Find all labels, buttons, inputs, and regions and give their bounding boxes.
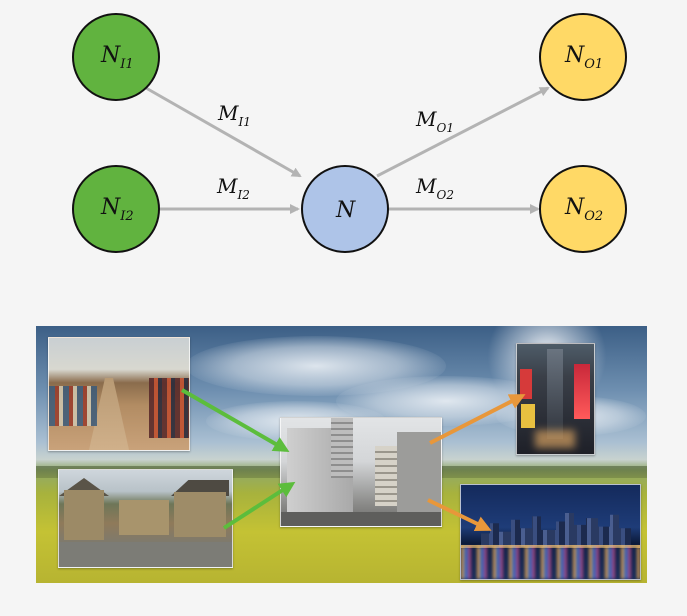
edge-label-MO1: MO1	[415, 107, 454, 135]
node-NO1-circle	[539, 13, 627, 101]
node-NO2-circle	[539, 165, 627, 253]
node-NI1-label: NI1	[100, 43, 134, 72]
photo-input-1-market	[48, 337, 190, 451]
photo-center-city-street	[280, 417, 442, 527]
arrow-output-2	[427, 498, 492, 531]
node-NO2-label: NO2	[564, 195, 603, 224]
edge-label-MI1: MI1	[217, 101, 251, 129]
node-NI1-circle	[72, 13, 160, 101]
edge-MI1	[145, 86, 302, 178]
graph-diagram: MI1 MI2 MO1 MO2 NI1 NI2 N NO1 NO2	[72, 13, 627, 253]
node-N-circle	[301, 165, 389, 253]
photo-arrows	[181, 388, 526, 531]
node-NO1-label: NO1	[564, 43, 603, 72]
arrow-input-2	[222, 481, 296, 530]
photo-panel	[36, 326, 647, 583]
edge-label-MO2: MO2	[415, 174, 454, 202]
arrow-output-1	[429, 394, 526, 445]
arrow-input-1	[181, 388, 290, 452]
node-N-label: N	[335, 198, 356, 223]
photo-output-2-night-skyline	[460, 484, 641, 580]
node-NI2-label: NI2	[100, 195, 134, 224]
edge-MO1	[376, 86, 550, 178]
edge-label-MI2: MI2	[216, 174, 250, 202]
photo-output-1-times-square	[516, 343, 595, 455]
node-NI2-circle	[72, 165, 160, 253]
photo-input-2-cottages	[58, 469, 233, 568]
